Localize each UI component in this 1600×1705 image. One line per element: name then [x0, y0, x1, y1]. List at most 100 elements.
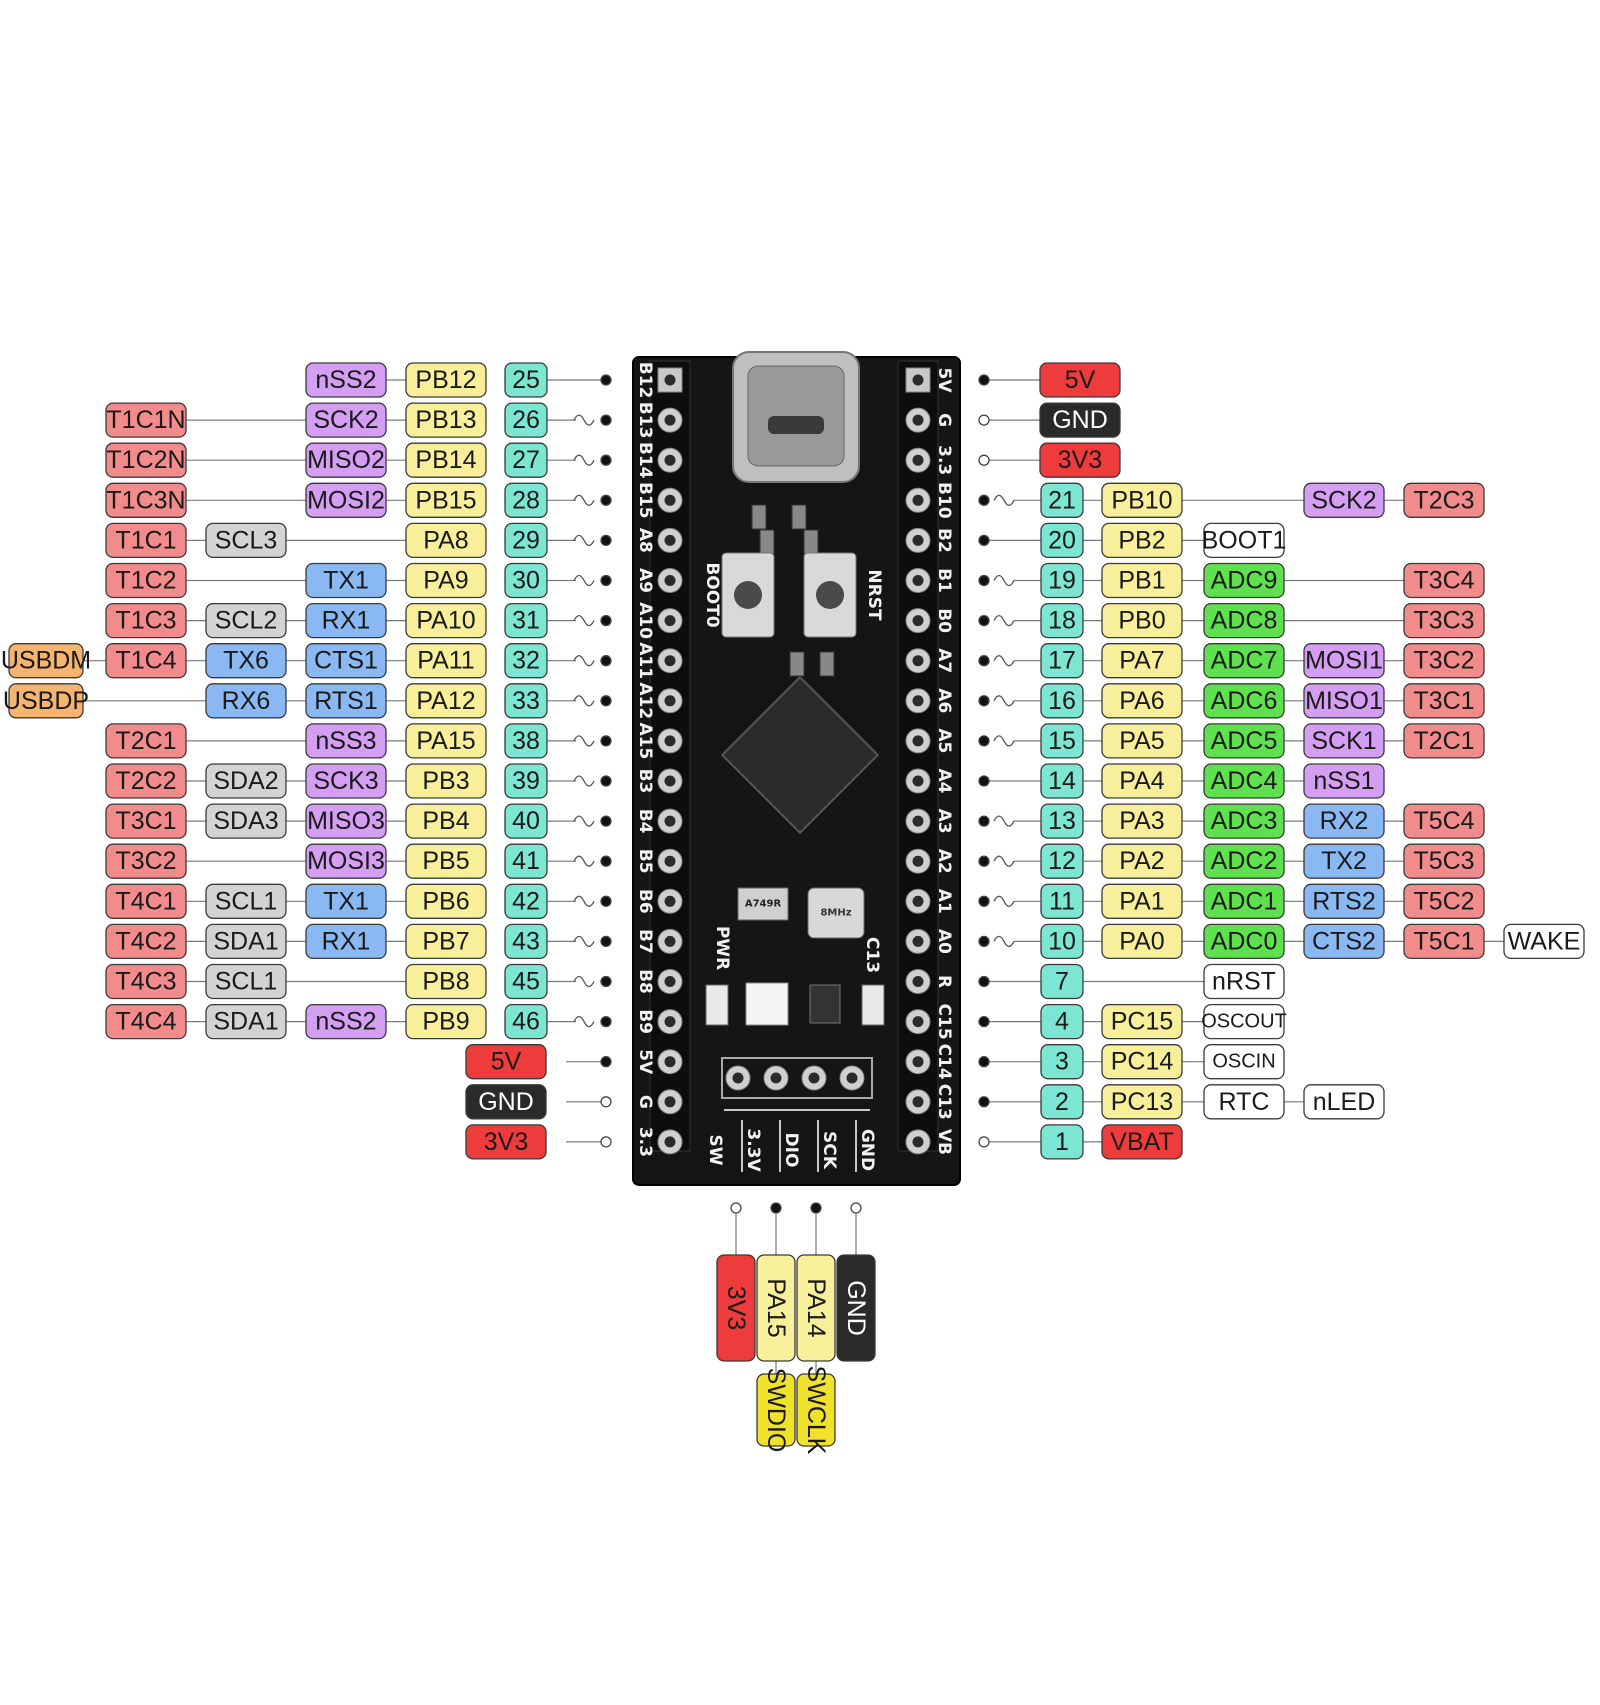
pin-dot-open — [600, 1136, 612, 1148]
label-box — [405, 803, 487, 839]
pin-hole — [912, 494, 924, 506]
swd-hole — [808, 1072, 820, 1084]
label-box — [105, 843, 187, 879]
label-box — [1203, 843, 1285, 879]
label-5v: 5V — [1039, 362, 1121, 398]
label-box — [405, 723, 487, 759]
label-45: 45 — [504, 963, 548, 1000]
label-t3c4: T3C4 — [1403, 562, 1485, 599]
pin-dot — [600, 1015, 612, 1028]
label-box — [1203, 683, 1285, 719]
label-text: PA15 — [416, 727, 475, 755]
label-text: VBAT — [1110, 1128, 1173, 1156]
label-t5c2: T5C2 — [1403, 883, 1485, 919]
label-text: SWCLK — [802, 1366, 830, 1455]
label-box — [1303, 723, 1385, 759]
label-box — [1040, 643, 1084, 679]
label-box — [504, 602, 548, 639]
label-box — [1303, 1084, 1385, 1120]
label-box — [1101, 482, 1183, 518]
pwm-wave-icon — [573, 695, 595, 707]
label-text: SCL3 — [215, 526, 278, 554]
pwm-wave-icon — [993, 895, 1015, 907]
label-text: 2 — [1055, 1088, 1069, 1116]
label-t3c3: T3C3 — [1403, 602, 1485, 639]
label-text: 3V3 — [484, 1128, 528, 1156]
label-text: RX1 — [322, 607, 371, 635]
label-box — [105, 883, 187, 919]
pwm-wave-icon — [993, 614, 1015, 627]
pin-hole — [664, 1096, 676, 1108]
label-nss1: nSS1 — [1303, 763, 1385, 799]
silk-b2: B2 — [934, 528, 954, 553]
label-box — [205, 923, 287, 960]
label-box — [105, 803, 187, 839]
label-32: 32 — [504, 643, 548, 679]
label-box — [405, 643, 487, 679]
label-text: T2C2 — [115, 767, 176, 795]
label-text: T4C3 — [115, 968, 176, 996]
pin-dot — [600, 735, 612, 747]
label-sda1: SDA1 — [205, 923, 287, 960]
label-box — [1040, 763, 1084, 799]
pwm-wave-icon — [573, 775, 595, 787]
label-3v3: 3V3 — [716, 1254, 756, 1362]
label-text: 25 — [512, 366, 540, 394]
label-miso1: MISO1 — [1303, 683, 1385, 719]
pin-dot — [978, 655, 990, 667]
label-box — [504, 402, 548, 438]
label-box — [1203, 602, 1285, 639]
label-box — [1101, 1044, 1183, 1080]
pin-hole — [912, 855, 924, 867]
label-text: MISO2 — [307, 446, 385, 474]
label-box — [105, 643, 187, 679]
label-10: 10 — [1040, 923, 1084, 960]
label-box — [1403, 562, 1485, 599]
label-text: 10 — [1048, 927, 1076, 955]
pin-hole — [664, 976, 676, 987]
silk-b6: B6 — [635, 889, 655, 914]
label-pa15: PA15 — [405, 723, 487, 759]
pwm-wave-icon — [573, 735, 595, 747]
label-text: RX2 — [1320, 807, 1369, 835]
pin-dot-open — [978, 414, 990, 426]
silk-b9: B9 — [635, 1009, 655, 1034]
label-text: nRST — [1212, 968, 1276, 996]
label-box — [465, 1044, 547, 1080]
label-text: 43 — [512, 927, 540, 955]
label-box — [305, 362, 387, 398]
label-t2c3: T2C3 — [1403, 482, 1485, 518]
label-text: nSS2 — [315, 1008, 376, 1036]
label-t4c3: T4C3 — [105, 963, 187, 1000]
pin-dot — [600, 574, 612, 587]
label-19: 19 — [1040, 562, 1084, 599]
label-text: SDA3 — [213, 807, 278, 835]
label-text: GND — [1052, 406, 1108, 434]
label-box — [305, 843, 387, 879]
label-39: 39 — [504, 763, 548, 799]
label-text: 14 — [1048, 767, 1076, 795]
label-box — [1101, 763, 1183, 799]
pwm-wave-icon — [573, 895, 595, 907]
label-text: PC15 — [1111, 1008, 1174, 1036]
label-text: PA6 — [1119, 687, 1164, 715]
label-sck2: SCK2 — [1303, 482, 1385, 518]
label-text: PB13 — [415, 406, 476, 434]
silk-b4: B4 — [635, 809, 655, 834]
label-box — [105, 763, 187, 799]
chip-regulator — [737, 887, 789, 921]
label-pb5: PB5 — [405, 843, 487, 879]
label-t1c3n: T1C3N — [105, 482, 187, 518]
label-text: MOSI3 — [307, 847, 385, 875]
label-box — [105, 402, 187, 438]
label-text: T1C3 — [115, 607, 176, 635]
label-text: PB3 — [422, 767, 469, 795]
label-text: 40 — [512, 807, 540, 835]
silk-pwr: PWR — [712, 926, 732, 970]
silk-c13: C13 — [934, 1084, 954, 1120]
pin-hole — [664, 735, 676, 747]
label-text: RX6 — [222, 687, 271, 715]
label-text: PB7 — [422, 927, 469, 955]
pin-dot — [600, 414, 612, 426]
label-text: T1C1 — [115, 526, 176, 554]
